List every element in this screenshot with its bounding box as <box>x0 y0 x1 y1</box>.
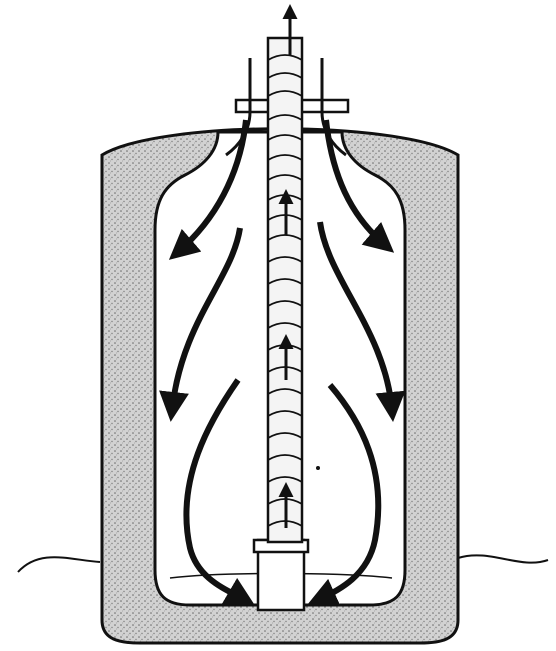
central-tube <box>268 38 302 542</box>
right-base-wire <box>458 555 548 562</box>
speck-mark <box>316 466 320 470</box>
left-base-wire <box>18 557 100 572</box>
